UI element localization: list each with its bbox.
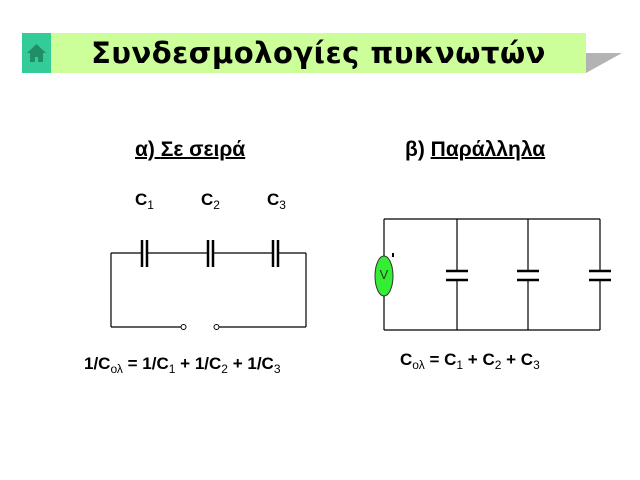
series-capacitors (140, 240, 280, 267)
series-heading-text: Σε σειρά (160, 138, 246, 161)
home-button[interactable] (22, 33, 51, 73)
slide-title: Συνδεσμολογίες πυκνωτών (91, 36, 546, 70)
series-formula: 1/Cολ = 1/C1 + 1/C2 + 1/C3 (84, 354, 281, 376)
parallel-heading: β) Παράλληλα (405, 138, 545, 162)
parallel-prefix: β) (405, 138, 425, 161)
capacitor-label-c1: C1 (135, 190, 154, 212)
series-heading: α) Σε σειρά (135, 138, 245, 162)
voltage-source-label: V (379, 267, 389, 282)
parallel-heading-text: Παράλληλα (430, 138, 546, 161)
terminal-left (180, 324, 187, 330)
parallel-capacitors (446, 269, 611, 282)
parallel-formula: Cολ = C1 + C2 + C3 (400, 350, 540, 372)
terminal-right (213, 324, 220, 330)
home-icon (27, 44, 46, 62)
capacitor-label-c3: C3 (267, 190, 286, 212)
series-prefix: α) (135, 138, 155, 161)
capacitor-label-c2: C2 (201, 190, 220, 212)
title-banner (22, 33, 586, 73)
voltage-source-icon (374, 253, 394, 297)
